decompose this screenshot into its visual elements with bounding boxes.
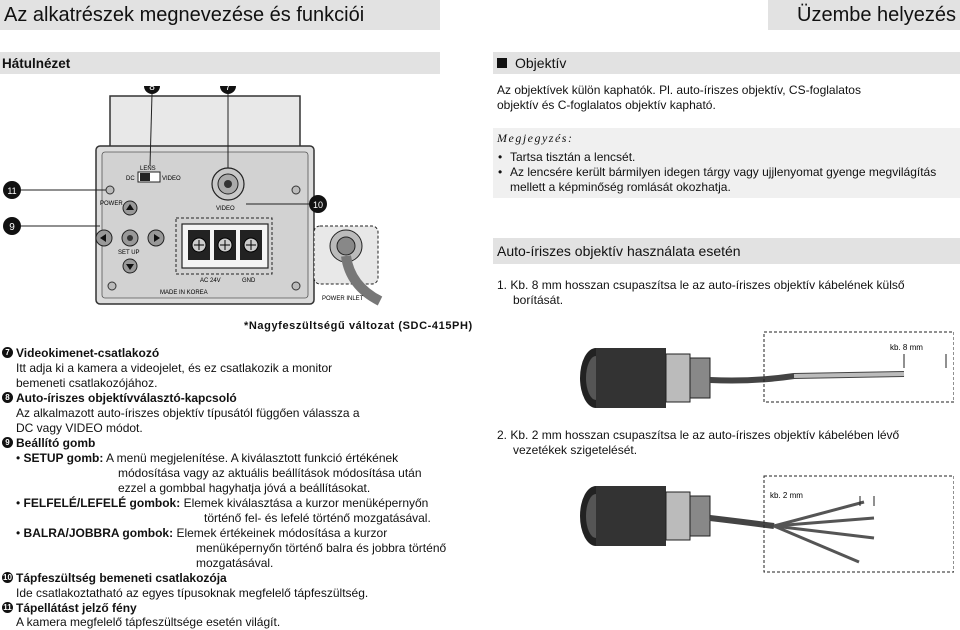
note-bullet-2: Az lencsére került bármilyen idegen tárg… xyxy=(498,165,936,195)
callout-10: 10 xyxy=(313,200,323,210)
camera-rear-panel-diagram: 8 7 11 10 9 LENS DC VIDEO POWER VIDEO SE… xyxy=(3,86,383,306)
video-out-label: VIDEO xyxy=(216,206,235,212)
model-caption: *Nagyfeszültségű változat (SDC-415PH) xyxy=(244,320,473,332)
header-right-bar: Üzembe helyezés xyxy=(768,0,960,30)
item-8-text-1: Az alkalmazott auto-íriszes objektív típ… xyxy=(16,406,360,420)
page-title-left: Az alkatrészek megnevezése és funkciói xyxy=(4,3,365,26)
item-10-text: Ide csatlakoztatható az egyes típusoknak… xyxy=(16,586,369,600)
objective-title: Objektív xyxy=(515,55,567,71)
objective-bar: Objektív xyxy=(493,52,960,74)
arrow-up-icon xyxy=(126,204,134,210)
auto-iris-title: Auto-íriszes objektív használata esetén xyxy=(497,243,741,259)
note-title: Megjegyzés: xyxy=(497,131,574,145)
rear-view-bar: Hátulnézet xyxy=(0,52,440,74)
lens-label: LENS xyxy=(140,166,156,172)
callout-8: 8 xyxy=(149,86,155,93)
updown-button-desc-2: történő fel- és lefelé történő mozgatásá… xyxy=(204,511,431,525)
item-7-text-1: Itt adja ki a kamera a videojelet, és ez… xyxy=(16,361,333,375)
lens1-dimension-label: kb. 8 mm xyxy=(890,343,923,352)
lens-cable-8mm-illustration: kb. 8 mm xyxy=(580,331,954,408)
power-inlet-label: POWER INLET xyxy=(322,296,364,302)
callout-9: 9 xyxy=(9,222,15,233)
updown-button-desc: • FELFELÉ/LEFELÉ gombok: Elemek kiválasz… xyxy=(16,496,429,510)
note-bullet-1: Tartsa tisztán a lencsét. xyxy=(498,150,635,165)
callout-7: 7 xyxy=(225,86,231,93)
arrow-down-icon xyxy=(126,264,134,270)
header-left-bar: Az alkatrészek megnevezése és funkciói xyxy=(0,0,440,30)
lens2-dimension-label: kb. 2 mm xyxy=(770,491,803,500)
callout-11: 11 xyxy=(7,186,16,196)
auto-iris-bar: Auto-íriszes objektív használata esetén xyxy=(493,238,960,264)
gnd-label: GND xyxy=(242,278,256,284)
leftright-button-desc-3: mozgatásával. xyxy=(196,556,274,570)
item-8-text-2: DC vagy VIDEO módot. xyxy=(16,421,143,435)
setup-button-desc-3: ezzel a gombbal hagyhatja jóvá a beállít… xyxy=(118,481,371,495)
item-11-text: A kamera megfelelő tápfeszültsége esetén… xyxy=(16,615,281,629)
step2-text-1: 2. Kb. 2 mm hosszan csupaszítsa le az au… xyxy=(497,428,900,442)
rear-view-title: Hátulnézet xyxy=(2,55,71,71)
square-bullet-icon xyxy=(497,58,507,68)
video-switch-label: VIDEO xyxy=(162,176,181,182)
leftright-button-desc-2: menüképernyőn történő balra és jobbra tö… xyxy=(196,541,447,555)
setup-label: SET UP xyxy=(118,250,140,256)
arrow-left-icon xyxy=(100,234,106,242)
setup-button-desc: • SETUP gomb: A menü megjelenítése. A ki… xyxy=(16,451,399,465)
power-led-icon xyxy=(105,185,115,195)
arrow-right-icon xyxy=(154,234,160,242)
power-label: POWER xyxy=(100,201,123,207)
step1-text-2: borítását. xyxy=(513,293,564,307)
setup-button-desc-2: módosítása vagy az aktuális beállítások … xyxy=(118,466,422,480)
leftright-button-desc: • BALRA/JOBBRA gombok: Elemek értékeinek… xyxy=(16,526,388,540)
item-7-text-2: bemeneti csatlakozójához. xyxy=(16,376,158,390)
page-title-right: Üzembe helyezés xyxy=(797,3,956,26)
lens-selector-switch[interactable] xyxy=(140,173,150,181)
objective-text-1: Az objektívek külön kaphatók. Pl. auto-í… xyxy=(497,83,861,97)
step2-text-2: vezetékek szigetelését. xyxy=(513,443,638,457)
made-in-label: MADE IN KOREA xyxy=(160,290,208,296)
dc-label: DC xyxy=(126,176,135,182)
objective-text-2: objektív és C-foglalatos objektív kaphat… xyxy=(497,98,716,112)
ac24v-label: AC 24V xyxy=(200,278,221,284)
step1-text-1: 1. Kb. 8 mm hosszan csupaszítsa le az au… xyxy=(497,278,905,292)
lens-cable-2mm-illustration: kb. 2 mm xyxy=(580,475,954,573)
